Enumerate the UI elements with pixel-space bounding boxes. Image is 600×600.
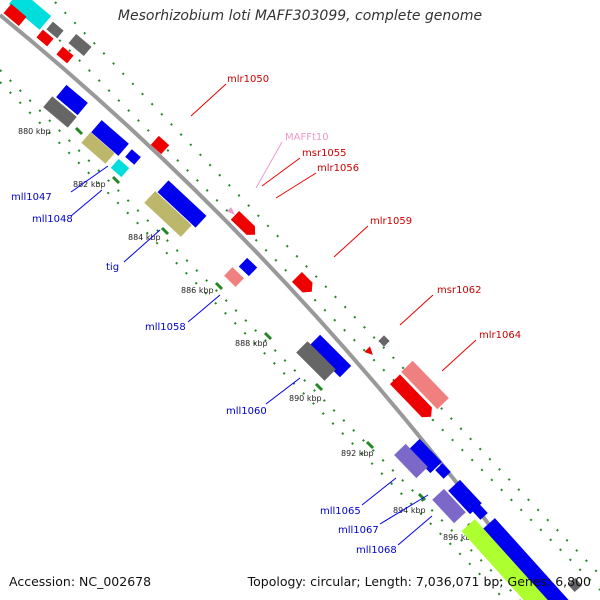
tick-mark-890 bbox=[314, 382, 324, 392]
label-mll1068: mll1068 bbox=[356, 545, 397, 556]
label-mll1058: mll1058 bbox=[145, 322, 186, 333]
label-mll1065: mll1065 bbox=[320, 506, 361, 517]
tick-mark-880 bbox=[74, 126, 84, 136]
leader-tig bbox=[123, 229, 161, 263]
label-msr1055: msr1055 bbox=[302, 148, 347, 159]
gene-blue-889 bbox=[308, 334, 352, 378]
leader-maff bbox=[255, 141, 283, 189]
gene-mlr1064 bbox=[389, 374, 432, 418]
guide-outer-2 bbox=[54, 1, 600, 576]
reverse-strand-genes bbox=[3, 3, 583, 600]
gene-maff-element bbox=[227, 207, 235, 215]
leader-mll1048 bbox=[70, 189, 103, 217]
gene-gray-top bbox=[46, 21, 64, 39]
genome-title: Mesorhizobium loti MAFF303099, complete … bbox=[117, 8, 483, 24]
gene-red-top-3 bbox=[56, 46, 74, 64]
gene-blue-small-893 bbox=[435, 463, 451, 479]
tick-label-884: 884 kbp bbox=[128, 233, 161, 242]
gene-mll1058 bbox=[224, 267, 244, 287]
gene-blue-897 bbox=[481, 518, 569, 600]
ruler-ticks bbox=[74, 126, 476, 532]
gene-blue-small-895 bbox=[472, 504, 488, 520]
leader-mll1058 bbox=[187, 294, 221, 323]
gene-blue-880 bbox=[56, 84, 88, 116]
tick-label-888: 888 kbp bbox=[235, 339, 268, 348]
label-mlr1056: mlr1056 bbox=[317, 163, 359, 174]
leader-mll1047 bbox=[70, 165, 109, 193]
leader-mlr1056 bbox=[275, 172, 317, 199]
gene-mlr1056 bbox=[230, 210, 256, 235]
leader-mlr1064 bbox=[441, 339, 477, 372]
gene-msr1062 bbox=[364, 346, 373, 355]
label-mlr1050: mlr1050 bbox=[227, 74, 269, 85]
gene-labels: mlr1050 MAFFt10 msr1055 mlr1056 mlr1059 … bbox=[11, 74, 521, 556]
leader-msr1055 bbox=[261, 157, 301, 187]
gene-red-top-2 bbox=[36, 29, 54, 47]
gene-mlr1059 bbox=[291, 271, 313, 293]
tick-labels: 880 kbp 882 kbp 884 kbp 886 kbp 888 kbp … bbox=[18, 127, 476, 542]
tick-mark-892 bbox=[365, 440, 375, 450]
guide-outer-1 bbox=[19, 0, 600, 591]
gene-gray-top-2 bbox=[68, 33, 92, 57]
gene-mll1060 bbox=[296, 341, 336, 381]
label-maff: MAFFt10 bbox=[285, 132, 329, 143]
gene-mll1067 bbox=[432, 488, 466, 524]
gene-blue-small-882 bbox=[125, 149, 141, 165]
tick-mark-894 bbox=[417, 492, 427, 502]
gene-mll1065 bbox=[394, 443, 428, 479]
tick-label-896: 896 kbp bbox=[443, 533, 476, 542]
tick-mark-884 bbox=[160, 226, 170, 236]
tick-mark-886 bbox=[214, 281, 224, 291]
gene-blue-886 bbox=[238, 257, 258, 277]
tick-mark-882 bbox=[111, 175, 121, 185]
tick-label-882: 882 kbp bbox=[73, 180, 106, 189]
gene-blue-892 bbox=[408, 438, 442, 474]
gene-red-top-left bbox=[3, 3, 27, 27]
leader-mlr1059 bbox=[333, 225, 369, 258]
gene-gray-mid bbox=[378, 335, 390, 347]
label-mll1060: mll1060 bbox=[226, 406, 267, 417]
gene-blue-894 bbox=[448, 479, 482, 515]
gene-mll1047 bbox=[81, 132, 115, 164]
label-msr1062: msr1062 bbox=[437, 285, 482, 296]
label-mll1047: mll1047 bbox=[11, 192, 52, 203]
leader-mll1067 bbox=[379, 494, 429, 525]
tick-mark-888 bbox=[263, 331, 273, 341]
gene-mll1048 bbox=[110, 158, 130, 178]
gene-mlr1064-salmon bbox=[401, 360, 449, 410]
gene-blue-881 bbox=[91, 120, 129, 156]
label-mll1067: mll1067 bbox=[338, 525, 379, 536]
guide-inner-2 bbox=[0, 81, 506, 600]
leader-mll1068 bbox=[397, 515, 433, 546]
gene-mlr1050 bbox=[150, 135, 170, 155]
tick-label-890: 890 kbp bbox=[289, 394, 322, 403]
label-mlr1059: mlr1059 bbox=[370, 216, 412, 227]
leader-mll1060 bbox=[265, 377, 301, 405]
gene-gray-bottom bbox=[567, 577, 583, 593]
label-mlr1064: mlr1064 bbox=[479, 330, 521, 341]
leader-lines bbox=[70, 83, 477, 546]
gene-blue-884 bbox=[157, 180, 207, 228]
tick-label-886: 886 kbp bbox=[181, 286, 214, 295]
tick-label-880: 880 kbp bbox=[18, 127, 51, 136]
label-mll1048: mll1048 bbox=[32, 214, 73, 225]
accession-info: Accession: NC_002678 bbox=[9, 574, 152, 589]
leader-mll1065 bbox=[361, 477, 397, 506]
label-tig: tig bbox=[106, 262, 119, 273]
tick-label-892: 892 kbp bbox=[341, 449, 374, 458]
leader-msr1062 bbox=[399, 294, 434, 326]
tick-label-894: 894 kbp bbox=[393, 506, 426, 515]
guide-inner-1 bbox=[0, 69, 521, 600]
gene-gray-880 bbox=[43, 96, 77, 128]
leader-mlr1050 bbox=[190, 83, 227, 117]
gene-tig bbox=[144, 191, 192, 237]
topology-info: Topology: circular; Length: 7,036,071 bp… bbox=[247, 574, 591, 589]
gene-cyan-top bbox=[8, 0, 52, 30]
forward-strand-genes bbox=[8, 0, 449, 418]
gene-mll1068 bbox=[461, 519, 549, 600]
